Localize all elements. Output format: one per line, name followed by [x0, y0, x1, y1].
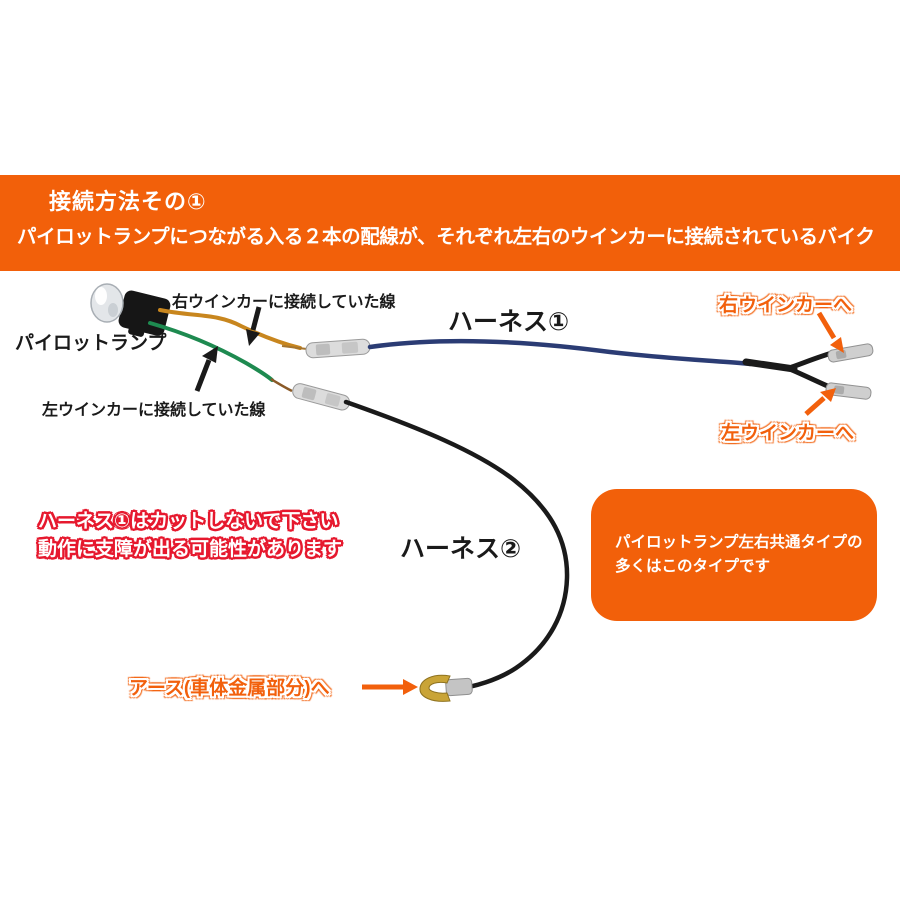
ground-fork-terminal [419, 674, 473, 702]
harness2-connector [292, 383, 350, 411]
page-title: 接続方法その① [49, 189, 207, 214]
warning-line1: ハーネス①はカットしないで下さい [38, 511, 339, 532]
to-right-winker-label: 右ウインカーへ [719, 295, 853, 316]
arrow-to-left-winker-connector [804, 388, 836, 416]
ground-label: アース(車体金属部分)へ [129, 678, 330, 699]
green-wire [148, 321, 293, 393]
page-subtitle: パイロットランプにつながる入る２本の配線が、それぞれ左右のウインカーに接続されて… [17, 226, 875, 248]
amber-wire [158, 308, 308, 350]
harness1-label: ハーネス① [448, 308, 570, 336]
note-box: パイロットランプ左右共通タイプの 多くはこのタイプです [591, 489, 877, 621]
harness1-split [742, 350, 835, 391]
note-line2: 多くはこのタイプです [615, 558, 771, 575]
harness1-connector-left [305, 338, 371, 359]
warning-line2: 動作に支障が出る可能性があります [38, 539, 343, 560]
pilot-lamp-label: パイロットランプ [15, 333, 167, 354]
pilot-lamp-illustration [90, 283, 171, 337]
blue-wire [367, 338, 753, 367]
black-wire [343, 399, 570, 692]
harness2-label: ハーネス② [400, 535, 522, 563]
note-line1: パイロットランプ左右共通タイプの [615, 534, 863, 551]
arrow-to-ground-terminal [362, 679, 418, 695]
header-band: 接続方法その① パイロットランプにつながる入る２本の配線が、それぞれ左右のウイン… [0, 175, 900, 271]
arrow-to-right-winker-connector [816, 311, 844, 353]
arrow-to-amber-wire [246, 306, 262, 346]
harness1-connector-right-bottom [825, 382, 872, 400]
warning-text: ハーネス①はカットしないで下さい 動作に支障が出る可能性があります [38, 508, 342, 564]
left-wire-label: 左ウインカーに接続していた線 [42, 402, 266, 419]
to-left-winker-label: 左ウインカーへ [721, 423, 855, 444]
right-wire-label: 右ウインカーに接続していた線 [172, 294, 396, 311]
arrow-to-green-wire [194, 346, 218, 392]
